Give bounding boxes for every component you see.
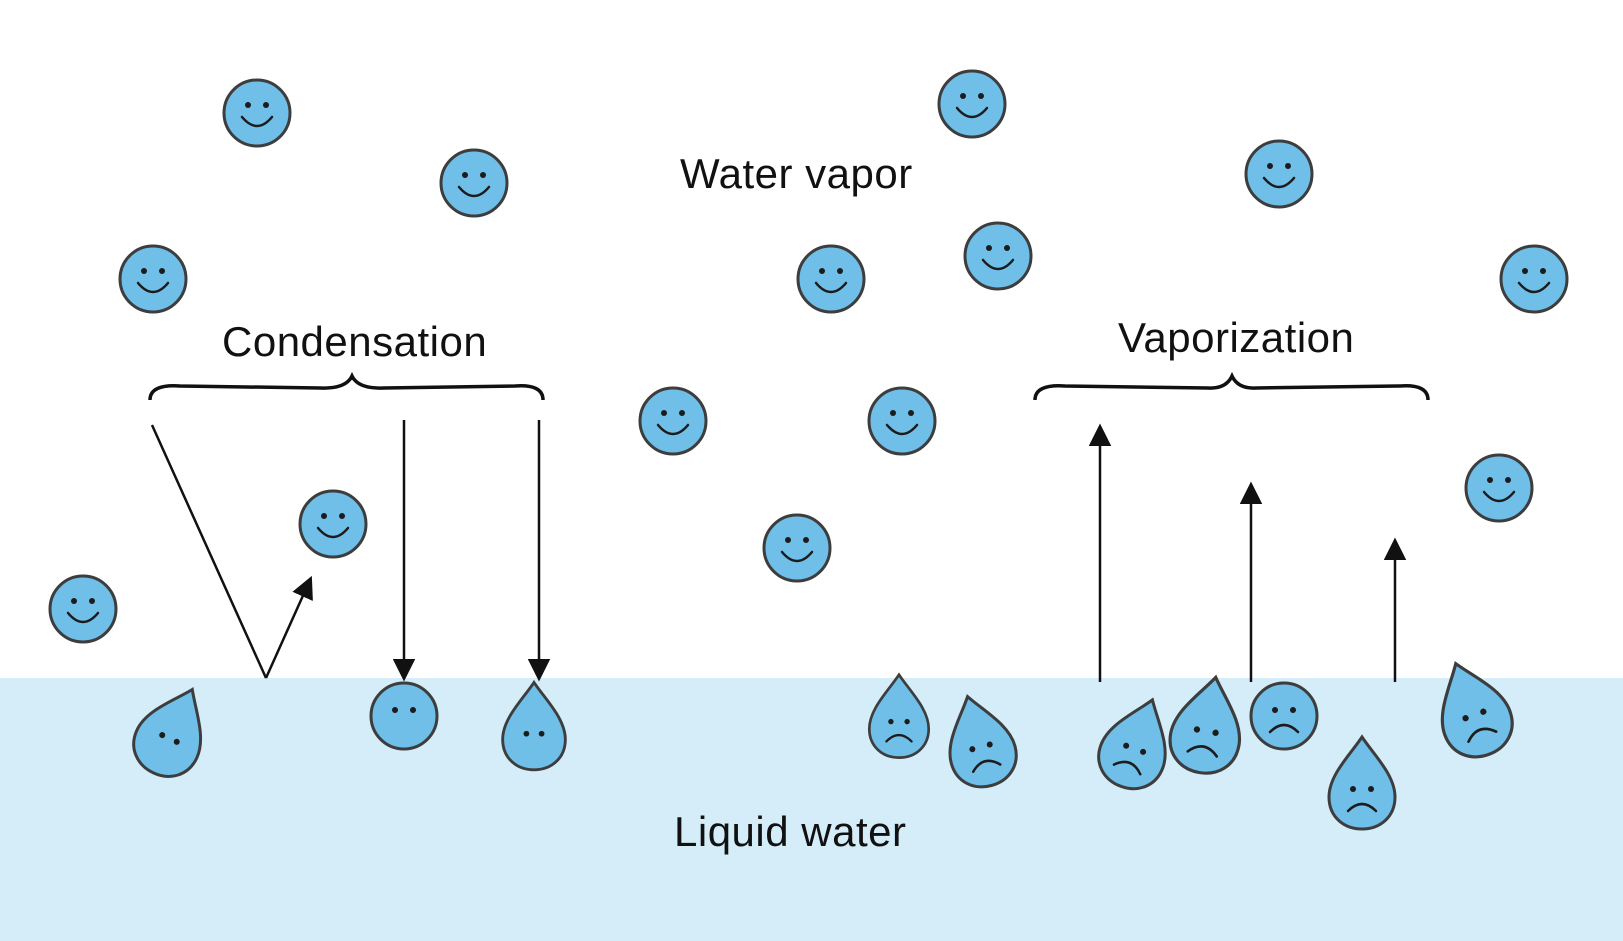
happy-face-icon <box>439 148 509 218</box>
happy-face-icon <box>762 513 832 583</box>
bounce-in-line <box>150 424 268 679</box>
liquid-water-label: Liquid water <box>674 808 907 855</box>
vaporization-label: Vaporization <box>1118 314 1355 361</box>
happy-face-icon <box>1499 244 1569 314</box>
condensation-brace <box>148 371 545 401</box>
vaporization-brace <box>1033 371 1430 401</box>
happy-face-icon <box>963 221 1033 291</box>
sad-face-icon <box>1249 681 1319 751</box>
happy-face-icon <box>638 386 708 456</box>
happy-face-icon <box>48 574 118 644</box>
happy-face-icon <box>937 69 1007 139</box>
vaporization-arrows <box>1088 423 1407 682</box>
happy-face-icon <box>867 386 937 456</box>
happy-face-icon <box>1244 139 1314 209</box>
happy-face-icon <box>222 78 292 148</box>
happy-face-icon <box>298 489 368 559</box>
water-vapor-label: Water vapor <box>680 150 913 197</box>
happy-face-icon <box>1464 453 1534 523</box>
bounce-out-arrow <box>264 575 313 679</box>
condensation-label: Condensation <box>222 318 488 365</box>
condensation-arrows <box>150 420 551 682</box>
neutral-face-icon <box>369 681 439 751</box>
happy-face-icon <box>118 244 188 314</box>
happy-face-icon <box>796 244 866 314</box>
